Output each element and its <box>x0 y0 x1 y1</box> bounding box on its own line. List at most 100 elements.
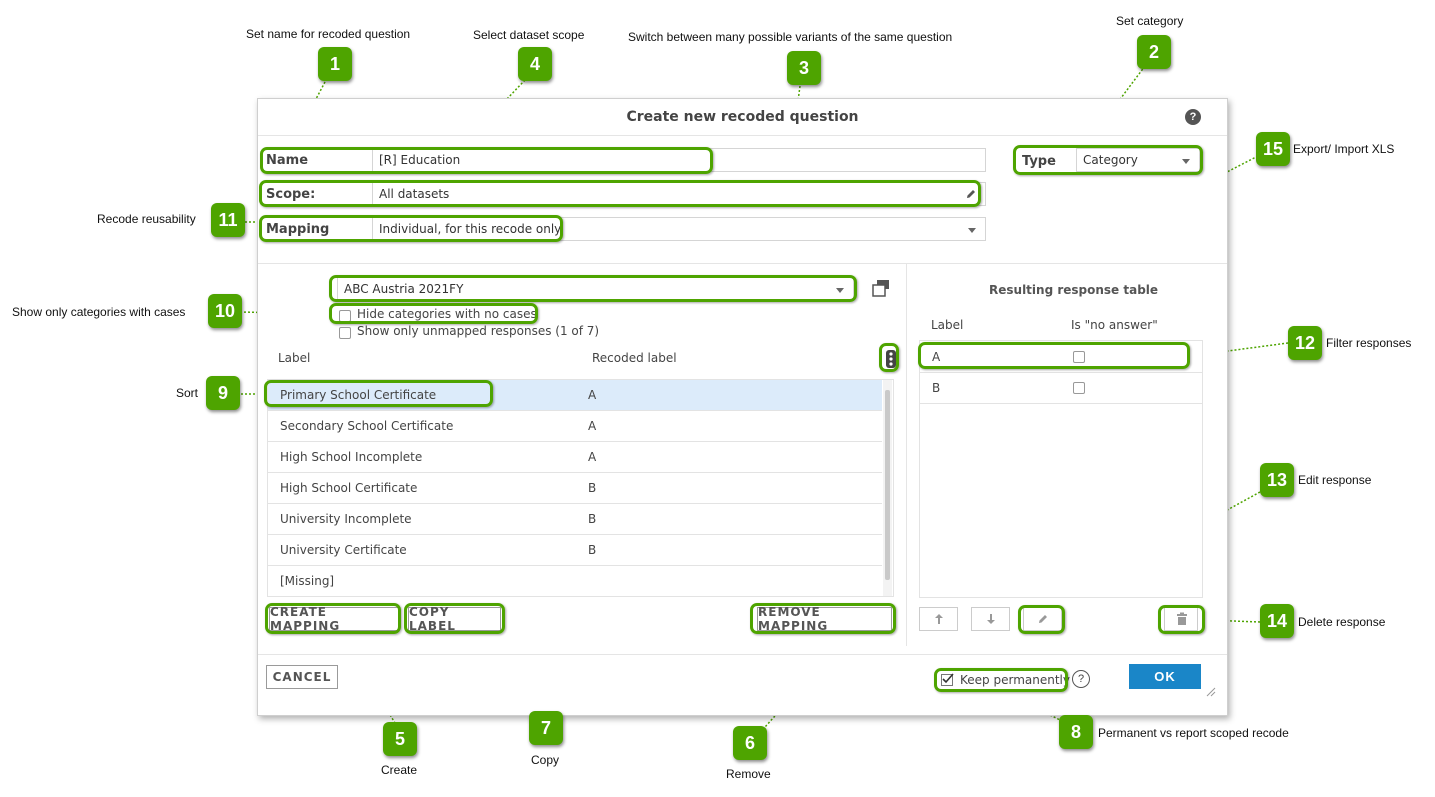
badge-9: 9 <box>206 376 240 410</box>
name-input[interactable]: [R] Education <box>372 148 986 172</box>
note-5: Create <box>381 763 418 777</box>
badge-4: 4 <box>518 47 552 81</box>
result-table-title: Resulting response table <box>989 283 1159 297</box>
row-label: Secondary School Certificate <box>280 419 454 433</box>
note-9: Sort <box>176 386 199 400</box>
keep-permanently-checkbox[interactable] <box>941 673 954 686</box>
note-14: Delete response <box>1298 615 1386 629</box>
note-1: Set name for recoded question <box>246 27 411 41</box>
unmapped-label: Show only unmapped responses (1 of 7) <box>357 324 600 338</box>
column-header-label: Label <box>278 351 311 365</box>
resize-grip-icon[interactable] <box>1206 687 1216 697</box>
table-row[interactable]: Secondary School Certificate A <box>268 411 882 442</box>
move-down-button[interactable] <box>971 607 1010 631</box>
result-column-noanswer: Is "no answer" <box>1071 318 1158 332</box>
hide-empty-label: Hide categories with no cases <box>357 307 537 321</box>
row-label: University Incomplete <box>280 512 412 526</box>
badge-2: 2 <box>1137 35 1171 69</box>
badge-14: 14 <box>1260 604 1294 638</box>
badge-8: 8 <box>1059 715 1093 749</box>
row-label: High School Incomplete <box>280 450 423 464</box>
badge-10: 10 <box>208 294 242 328</box>
badge-15: 15 <box>1256 132 1290 166</box>
table-row[interactable]: A <box>920 341 1202 373</box>
pencil-icon[interactable] <box>965 188 977 200</box>
table-row[interactable]: University Certificate B <box>268 535 882 566</box>
row-label: Primary School Certificate <box>280 388 437 402</box>
badge-11: 11 <box>211 203 245 237</box>
table-row[interactable]: University Incomplete B <box>268 504 882 535</box>
result-table: A B <box>919 340 1203 598</box>
variant-value: ABC Austria 2021FY <box>344 282 464 296</box>
more-options-icon[interactable] <box>885 349 897 369</box>
variant-select[interactable]: ABC Austria 2021FY <box>337 277 854 301</box>
scrollbar[interactable] <box>883 380 892 596</box>
create-mapping-button[interactable]: CREATE MAPPING <box>269 605 399 633</box>
create-recode-dialog: Create new recoded question ? Name [R] E… <box>257 98 1228 716</box>
hide-empty-checkbox[interactable] <box>339 310 351 322</box>
row-recoded: A <box>588 388 597 402</box>
help-icon[interactable]: ? <box>1072 670 1090 688</box>
mapping-select[interactable]: Individual, for this recode only <box>372 217 986 241</box>
badge-5: 5 <box>383 722 417 756</box>
type-value: Category <box>1083 153 1138 167</box>
result-column-label: Label <box>931 318 964 332</box>
row-label: [Missing] <box>280 574 335 588</box>
note-13: Edit response <box>1298 473 1372 487</box>
badge-1: 1 <box>318 47 352 81</box>
no-answer-checkbox[interactable] <box>1073 382 1085 394</box>
column-header-recoded: Recoded label <box>592 351 677 365</box>
chevron-down-icon <box>968 228 976 233</box>
divider <box>906 264 907 646</box>
note-11: Recode reusability <box>97 212 196 226</box>
row-recoded: A <box>588 450 597 464</box>
badge-7: 7 <box>529 711 563 745</box>
delete-response-button[interactable] <box>1164 607 1198 631</box>
table-row[interactable]: Primary School Certificate A <box>268 380 882 411</box>
scope-input[interactable]: All datasets <box>372 182 986 206</box>
arrow-down-icon <box>987 614 995 624</box>
badge-13: 13 <box>1260 463 1294 497</box>
copy-label-button[interactable]: COPY LABEL <box>408 605 501 633</box>
table-row[interactable]: [Missing] <box>268 566 882 596</box>
edit-response-button[interactable] <box>1023 607 1062 631</box>
badge-6: 6 <box>733 726 767 760</box>
remove-mapping-button[interactable]: REMOVE MAPPING <box>757 605 892 633</box>
result-row-label: B <box>932 381 941 395</box>
ok-button[interactable]: OK <box>1129 664 1201 689</box>
move-up-button[interactable] <box>919 607 958 631</box>
mapping-value: Individual, for this recode only <box>379 222 562 236</box>
table-row[interactable]: B <box>920 372 1202 404</box>
row-recoded: B <box>588 512 597 526</box>
note-4: Select dataset scope <box>473 28 585 42</box>
badge-12: 12 <box>1288 326 1322 360</box>
row-label: University Certificate <box>280 543 407 557</box>
row-recoded: A <box>588 419 597 433</box>
row-recoded: B <box>588 543 597 557</box>
no-answer-checkbox[interactable] <box>1073 351 1085 363</box>
note-2: Set category <box>1116 14 1184 28</box>
note-3: Switch between many possible variants of… <box>628 30 953 44</box>
row-label: High School Certificate <box>280 481 418 495</box>
popout-icon[interactable] <box>871 278 891 298</box>
note-15: Export/ Import XLS <box>1293 142 1395 156</box>
scrollbar-thumb[interactable] <box>885 390 890 580</box>
scope-label: Scope: <box>266 187 316 202</box>
row-recoded: B <box>588 481 597 495</box>
cancel-button[interactable]: CANCEL <box>266 665 338 689</box>
table-row[interactable]: High School Incomplete A <box>268 442 882 473</box>
note-7: Copy <box>531 753 560 767</box>
divider <box>258 263 1227 264</box>
type-select[interactable]: Category <box>1076 148 1200 172</box>
dialog-title: Create new recoded question <box>258 99 1227 136</box>
chevron-down-icon <box>836 288 844 293</box>
table-row[interactable]: High School Certificate B <box>268 473 882 504</box>
scope-value: All datasets <box>379 187 450 201</box>
help-icon[interactable]: ? <box>1185 109 1201 125</box>
badge-3: 3 <box>787 51 821 85</box>
note-6: Remove <box>726 767 771 781</box>
unmapped-checkbox[interactable] <box>339 327 351 339</box>
note-10: Show only categories with cases <box>12 305 186 319</box>
keep-permanently-label: Keep permanently <box>960 673 1070 687</box>
